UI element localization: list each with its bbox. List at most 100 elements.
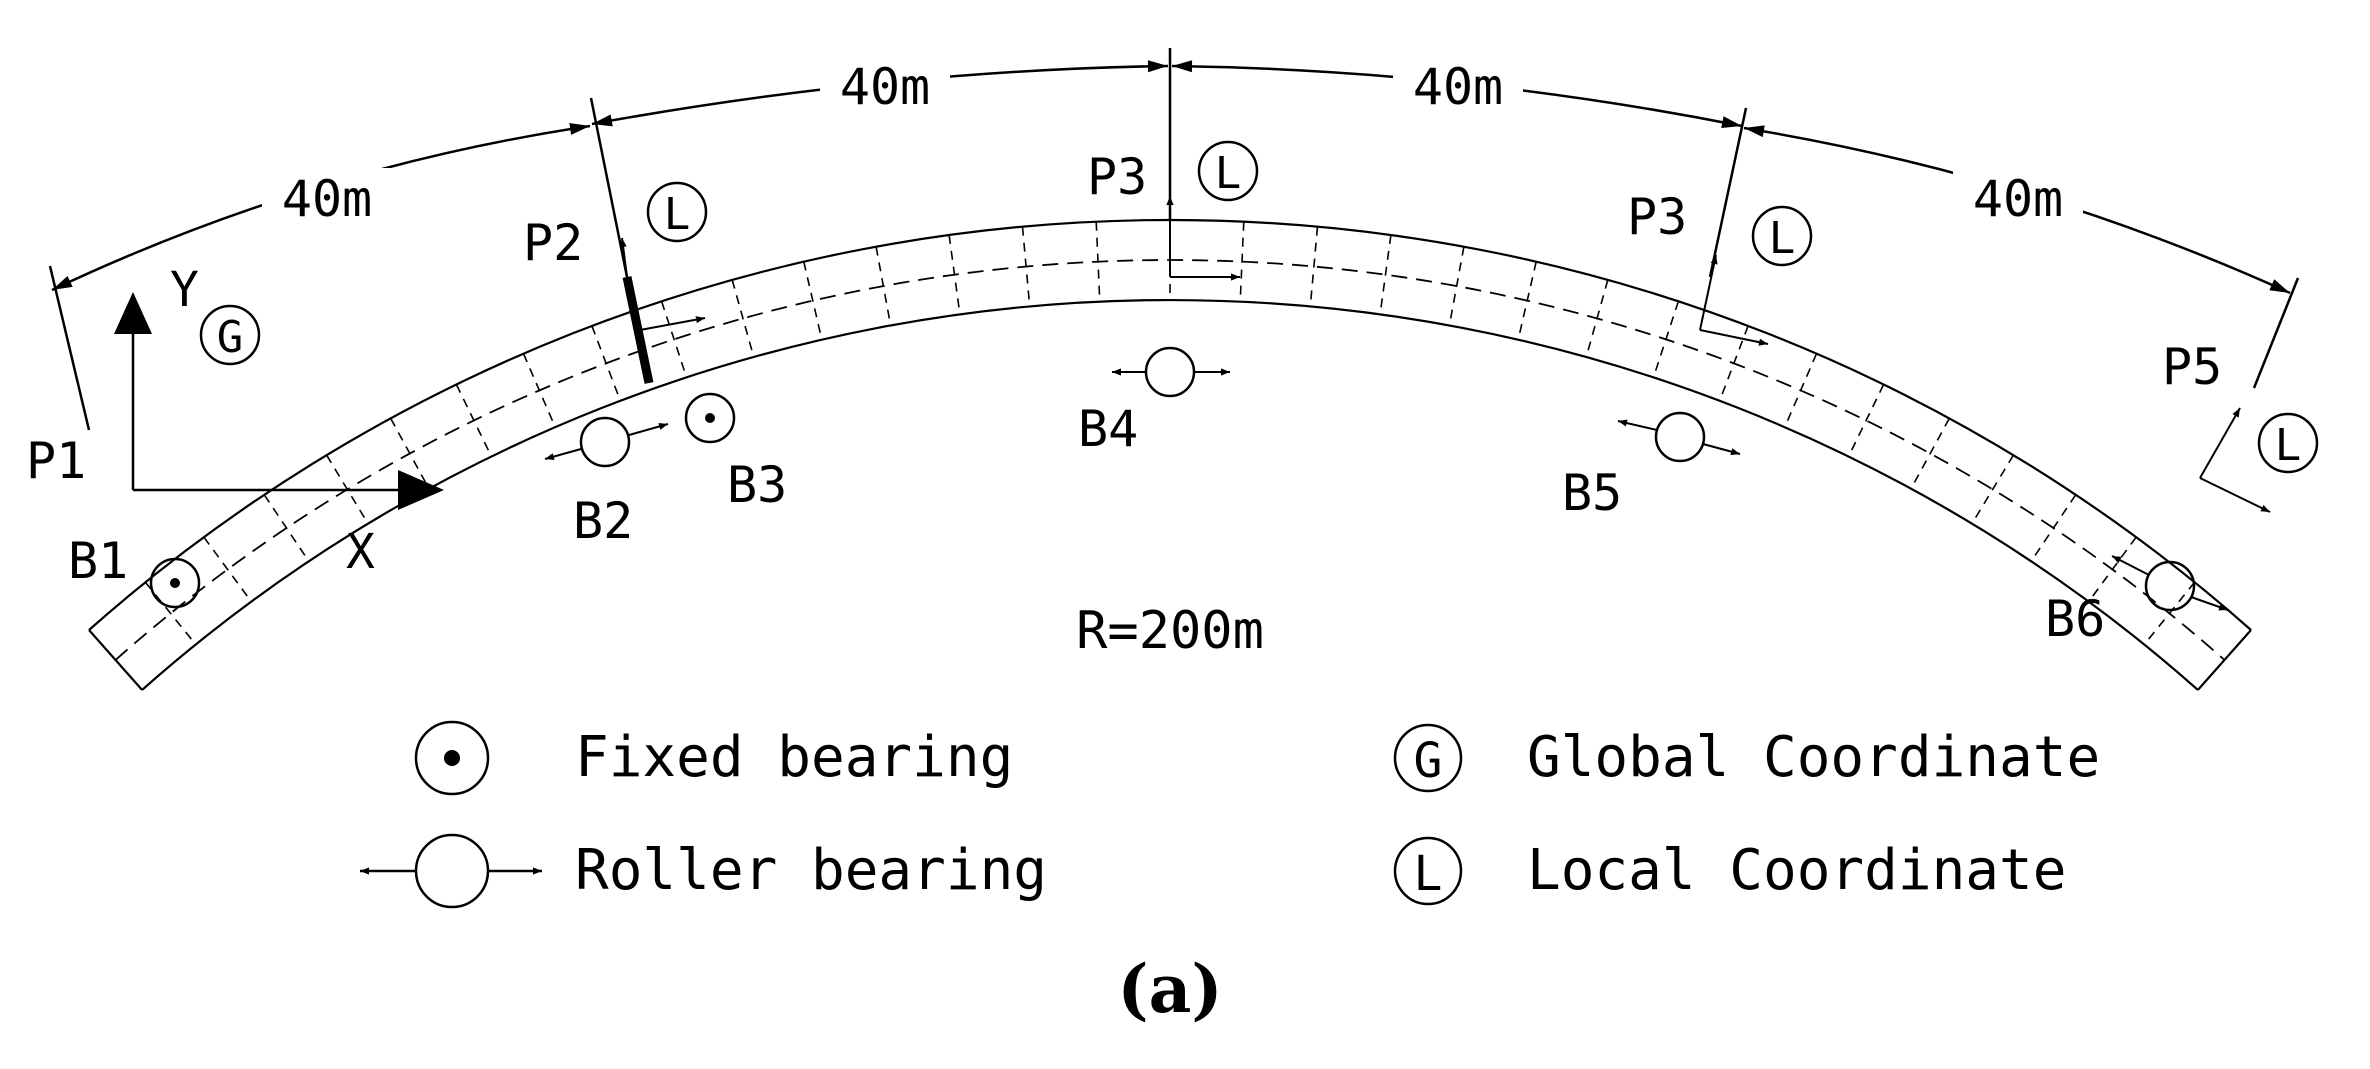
deck-division bbox=[1910, 418, 1951, 489]
deck-division bbox=[203, 536, 252, 603]
point-label-p5: P5 bbox=[2162, 338, 2222, 396]
deck-division bbox=[803, 261, 823, 340]
bearing-label-b1: B1 bbox=[68, 532, 128, 590]
deck-division bbox=[263, 494, 310, 562]
legend-global-coordinate-icon bbox=[1393, 723, 1463, 793]
local-letter-p2: L bbox=[664, 189, 691, 240]
bearing-label-b4: B4 bbox=[1078, 400, 1138, 458]
p2-local-x-arrow bbox=[639, 316, 706, 331]
deck-inner-edge bbox=[88, 218, 2252, 631]
extension-line-p3-right bbox=[1708, 107, 1748, 278]
legend-global-label: Global Coordinate bbox=[1527, 725, 2100, 790]
point-labels: P1 P2 P3 P3 P5 L L L L bbox=[26, 140, 2319, 490]
x-axis-label: X bbox=[346, 524, 375, 580]
p5-local-x-arrow bbox=[2199, 477, 2271, 513]
bearing-b3-dot bbox=[705, 413, 715, 423]
p2-section-line bbox=[622, 276, 654, 384]
deck-end-right bbox=[2197, 629, 2252, 691]
deck-division bbox=[522, 353, 556, 428]
bearing-b2-arrow-right bbox=[628, 422, 669, 436]
bearing-b6-arrow-right bbox=[2190, 596, 2229, 611]
local-coordinate-symbol-p2 bbox=[646, 181, 708, 243]
p3-right-local-y-arrow bbox=[1699, 254, 1718, 331]
dimension-label-2: 40m bbox=[840, 58, 930, 116]
legend-local-letter: L bbox=[1414, 846, 1443, 902]
p5-local-y-arrow bbox=[2199, 407, 2241, 479]
legend-global-letter: G bbox=[1414, 733, 1443, 789]
dimension-lines: 40m 40m 40m 40m bbox=[48, 48, 2300, 431]
bearing-b5-arrow-left bbox=[1617, 419, 1658, 431]
deck-division bbox=[1971, 454, 2015, 525]
legend: Fixed bearing Roller bearing G Global Co… bbox=[360, 720, 2100, 909]
legend-fixed-bearing-icon bbox=[414, 720, 490, 796]
dimension-label-4: 40m bbox=[1973, 170, 2063, 228]
bearing-b1-dot bbox=[170, 578, 180, 588]
bearing-label-b5: B5 bbox=[1562, 464, 1622, 522]
bearing-b5-arrow-right bbox=[1702, 443, 1741, 456]
point-label-p3: P3 bbox=[1087, 148, 1147, 206]
deck-division bbox=[2143, 581, 2196, 646]
bearing-b4-roller-icon bbox=[1144, 346, 1196, 398]
bearing-b2-roller-icon bbox=[579, 416, 631, 468]
extension-line-p2 bbox=[589, 97, 629, 278]
bearing-b6-roller-icon bbox=[2144, 560, 2196, 612]
deck-division bbox=[389, 418, 430, 489]
point-label-p1: P1 bbox=[26, 432, 86, 490]
extension-line-p5 bbox=[2252, 277, 2300, 389]
bearing-b5-roller-icon bbox=[1654, 411, 1706, 463]
deck-division bbox=[660, 301, 688, 378]
deck-division bbox=[1239, 221, 1245, 302]
legend-local-label: Local Coordinate bbox=[1527, 838, 2066, 903]
deck-division bbox=[1448, 246, 1465, 326]
figure-caption: (a) bbox=[1117, 950, 1222, 1028]
deck-division bbox=[948, 234, 961, 315]
deck-division bbox=[2030, 494, 2077, 562]
legend-roller-bearing-icon bbox=[414, 833, 490, 909]
global-coordinate-symbol bbox=[199, 304, 261, 366]
legend-fixed-label: Fixed bearing bbox=[575, 725, 1013, 790]
local-coordinate-symbol-p3-right bbox=[1751, 205, 1813, 267]
deck-division bbox=[2088, 536, 2137, 603]
deck-division bbox=[1847, 384, 1885, 457]
deck-division bbox=[731, 279, 755, 358]
legend-local-coordinate-icon bbox=[1393, 836, 1463, 906]
local-axes bbox=[619, 196, 2271, 513]
y-axis-label: Y bbox=[170, 262, 199, 318]
p2-local-y-arrow bbox=[619, 237, 628, 278]
bearing-b1-fixed-icon bbox=[149, 557, 201, 609]
legend-fixed-bearing-dot bbox=[444, 750, 460, 766]
extension-line-p1 bbox=[48, 265, 91, 431]
dimension-label-3: 40m bbox=[1413, 58, 1503, 116]
bearing-label-b3: B3 bbox=[727, 456, 787, 514]
deck-division bbox=[144, 581, 197, 646]
bearing-b2-arrow-left bbox=[544, 448, 582, 461]
deck-division bbox=[591, 325, 622, 401]
bearing-b3-fixed-icon bbox=[684, 392, 736, 444]
point-label-p2: P2 bbox=[523, 214, 583, 272]
deck-division bbox=[1021, 226, 1031, 307]
local-letter-p3-right: L bbox=[1769, 213, 1796, 264]
dimension-label-1: 40m bbox=[282, 170, 372, 228]
deck-division bbox=[1652, 301, 1680, 378]
deck-division bbox=[1718, 325, 1749, 401]
y-axis-arrowhead bbox=[114, 292, 152, 334]
deck-centerline bbox=[114, 259, 2226, 661]
deck-division bbox=[1585, 279, 1609, 358]
local-letter-p5: L bbox=[2275, 420, 2302, 471]
local-coordinate-symbol-p3 bbox=[1197, 140, 1259, 202]
deck-division bbox=[1095, 221, 1101, 302]
global-coordinate-letter: G bbox=[217, 312, 244, 363]
x-axis-arrowhead bbox=[398, 470, 444, 510]
point-label-p3-right: P3 bbox=[1627, 188, 1687, 246]
local-letter-p3: L bbox=[1215, 148, 1242, 199]
bearing-label-b6: B6 bbox=[2045, 590, 2105, 648]
radius-label: R=200m bbox=[1076, 601, 1264, 661]
legend-roller-label: Roller bearing bbox=[575, 838, 1047, 903]
p3-right-local-x-arrow bbox=[1699, 329, 1769, 346]
local-coordinate-symbol-p5 bbox=[2257, 412, 2319, 474]
deck-division bbox=[1517, 261, 1537, 340]
deck-division bbox=[875, 246, 892, 326]
bearing-b6-arrow-left bbox=[2111, 555, 2150, 576]
deck-division bbox=[1379, 234, 1392, 315]
